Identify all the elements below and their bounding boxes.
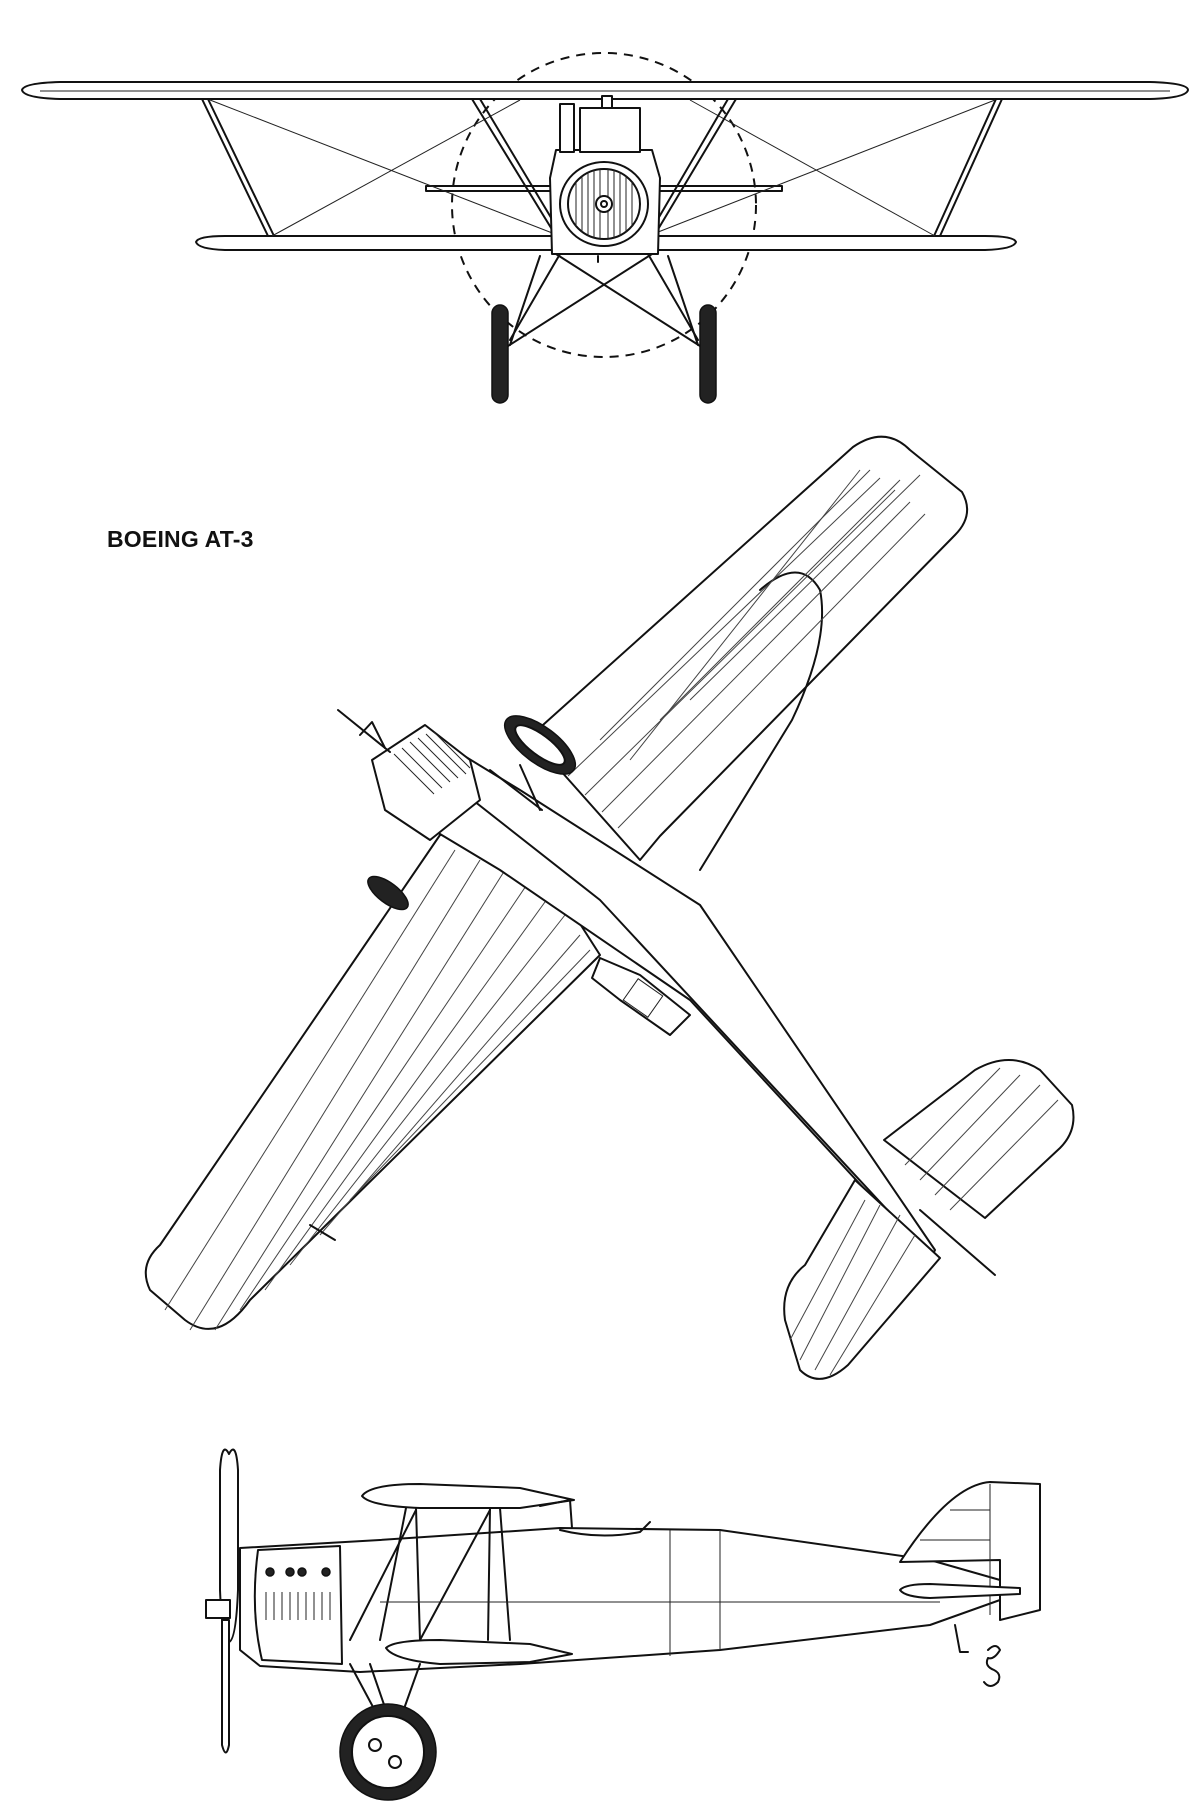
upper-wing-right-panel bbox=[533, 435, 969, 861]
spinner bbox=[205, 1599, 231, 1619]
stabilizer-right bbox=[883, 1059, 1075, 1219]
lower-wing-side bbox=[385, 1639, 573, 1665]
fuselage-side bbox=[239, 1527, 1001, 1673]
tail-skid bbox=[954, 1624, 969, 1653]
propeller-hub bbox=[595, 195, 613, 213]
upper-wing-side bbox=[361, 1483, 575, 1509]
tail-fin bbox=[899, 1481, 1041, 1621]
engine-nose-top bbox=[371, 724, 481, 841]
propeller-disc bbox=[451, 52, 757, 358]
interplane-strut-left bbox=[201, 98, 269, 237]
cockpit-side bbox=[559, 1521, 651, 1537]
front-view bbox=[21, 52, 1189, 404]
wheel-left-front bbox=[491, 304, 509, 404]
side-view bbox=[205, 1448, 1041, 1801]
top-view bbox=[144, 435, 1075, 1380]
interplane-strut-right bbox=[939, 98, 1003, 237]
wheel-right-front bbox=[699, 304, 717, 404]
cockpit-opening bbox=[591, 957, 691, 1036]
stabilizer-left bbox=[783, 1179, 941, 1380]
artist-signature bbox=[983, 1645, 1001, 1687]
aircraft-title: BOEING AT-3 bbox=[107, 526, 254, 552]
wheel-lower-top bbox=[367, 875, 409, 911]
